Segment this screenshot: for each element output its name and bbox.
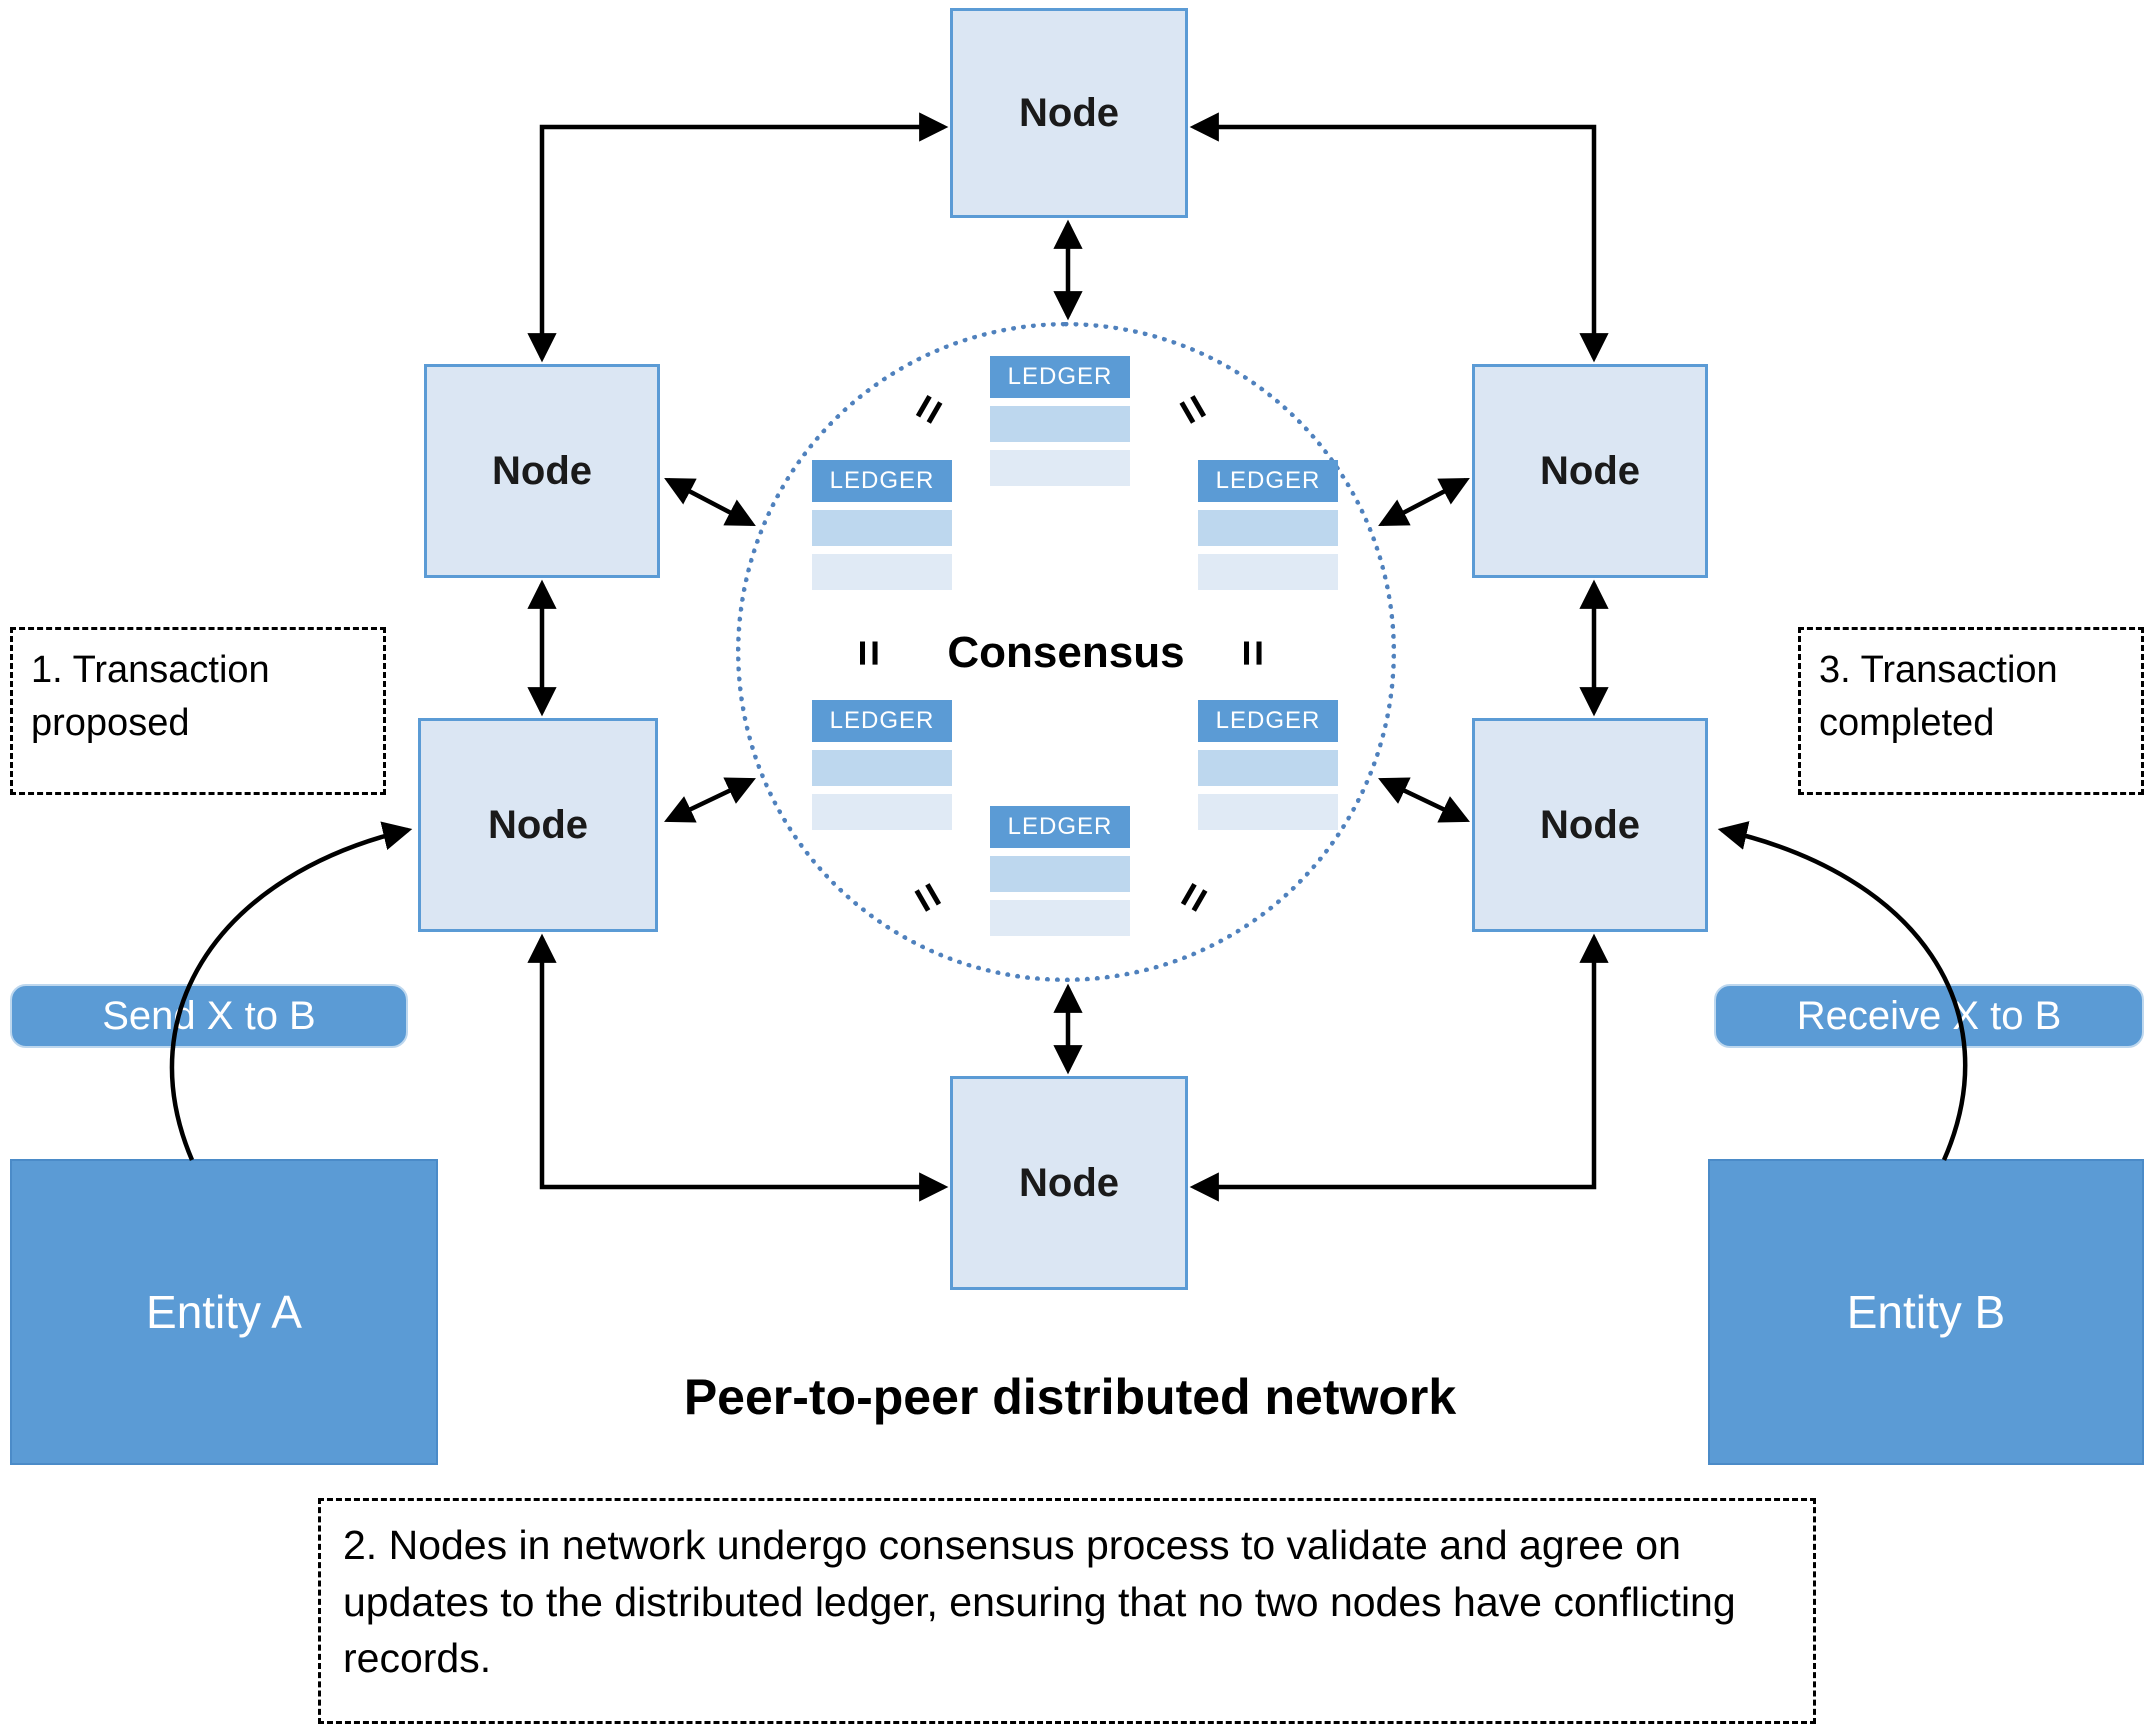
receive-action-label: Receive X to B — [1714, 984, 2144, 1048]
consensus-circle — [736, 322, 1396, 982]
node-lower-right: Node — [1472, 718, 1708, 932]
ledger-table-upper-right: LEDGER — [1198, 460, 1338, 590]
ledger-row — [812, 510, 952, 546]
ledger-row — [990, 406, 1130, 442]
ledger-row — [812, 554, 952, 590]
consensus-label: Consensus — [947, 628, 1185, 677]
node-bottom: Node — [950, 1076, 1188, 1290]
callout-transaction-proposed: 1. Transaction proposed — [10, 627, 386, 795]
ledger-row — [812, 794, 952, 830]
ledger-header: LEDGER — [1198, 700, 1338, 742]
send-action-label: Send X to B — [10, 984, 408, 1048]
equals-sign: = — [1227, 639, 1280, 667]
ledger-row — [812, 750, 952, 786]
ledger-table-lower-left: LEDGER — [812, 700, 952, 830]
ledger-header: LEDGER — [1198, 460, 1338, 502]
entity-a-box: Entity A — [10, 1159, 438, 1465]
ledger-row — [1198, 750, 1338, 786]
ledger-row — [1198, 794, 1338, 830]
node-lower-left: Node — [418, 718, 658, 932]
callout-transaction-completed: 3. Transaction completed — [1798, 627, 2144, 795]
callout-consensus-description: 2. Nodes in network undergo consensus pr… — [318, 1498, 1816, 1724]
node-upper-left: Node — [424, 364, 660, 578]
ledger-row — [990, 900, 1130, 936]
ledger-header: LEDGER — [990, 356, 1130, 398]
node-upper-right: Node — [1472, 364, 1708, 578]
ledger-row — [990, 856, 1130, 892]
diagram-title: Peer-to-peer distributed network — [683, 1369, 1457, 1425]
ledger-table-bottom: LEDGER — [990, 806, 1130, 936]
entity-b-box: Entity B — [1708, 1159, 2144, 1465]
ledger-table-top: LEDGER — [990, 356, 1130, 486]
node-top: Node — [950, 8, 1188, 218]
ledger-row — [990, 450, 1130, 486]
equals-sign: = — [843, 639, 896, 667]
ledger-table-lower-right: LEDGER — [1198, 700, 1338, 830]
ledger-table-upper-left: LEDGER — [812, 460, 952, 590]
ledger-header: LEDGER — [990, 806, 1130, 848]
ledger-header: LEDGER — [812, 460, 952, 502]
ledger-row — [1198, 510, 1338, 546]
ledger-header: LEDGER — [812, 700, 952, 742]
ledger-row — [1198, 554, 1338, 590]
